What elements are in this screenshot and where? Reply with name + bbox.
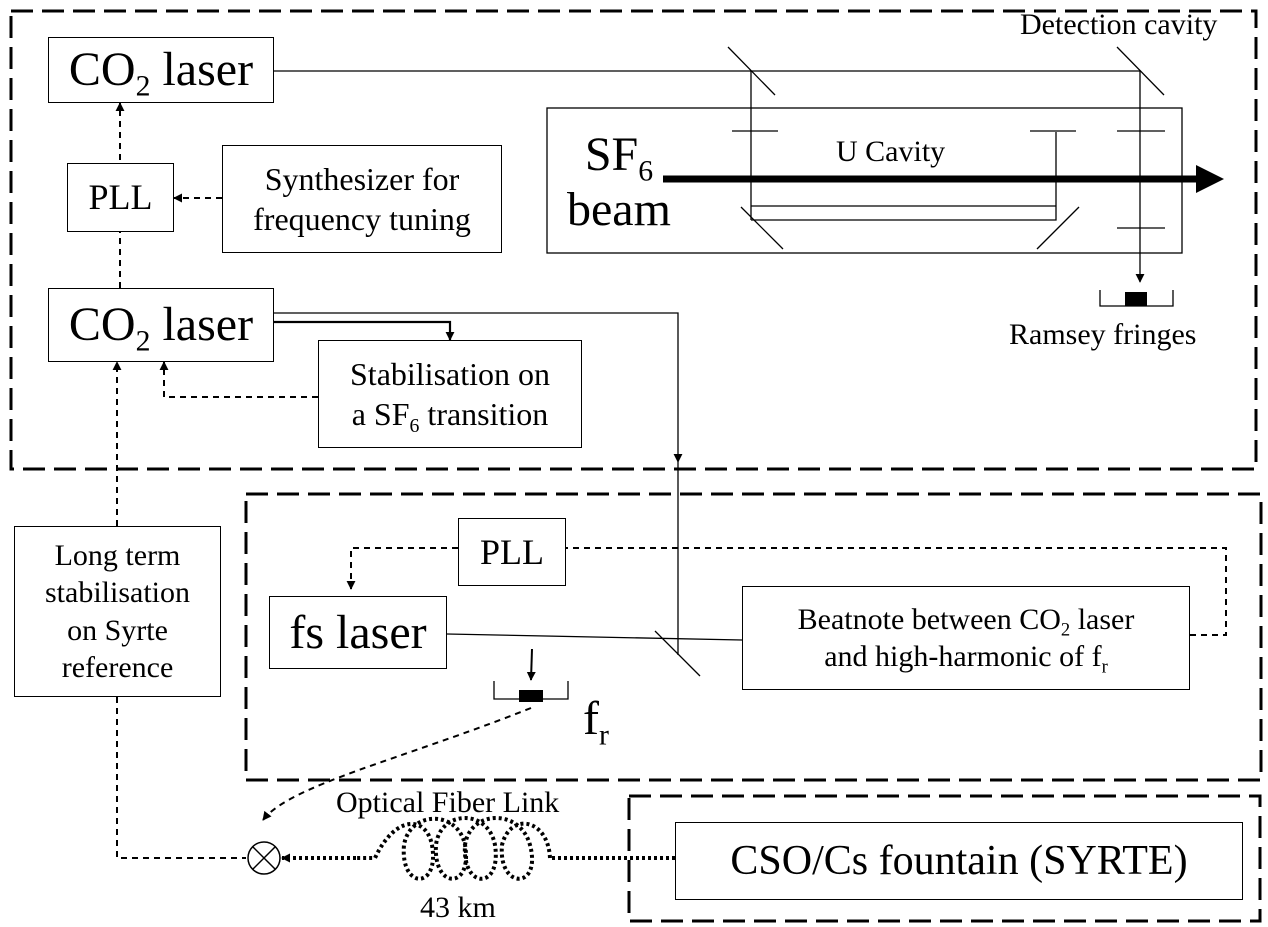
sf6-sub: 6 [638,154,654,188]
long-term-stabilisation-box: Long term stabilisation on Syrte reference [14,526,221,697]
co2-to-stabilisation [274,320,455,341]
fr-detector-element [519,690,543,702]
beat-line1-post: laser [1070,602,1135,636]
co2-label-sub: 2 [135,69,151,103]
fs-to-detector [526,648,536,681]
beat-line2-pre: and high-harmonic of f [824,640,1102,673]
co2-mid-label-sub: 2 [135,324,151,358]
beatnote-pll-loop [566,547,1227,636]
synthesizer-box: Synthesizer for frequency tuning [222,145,502,253]
co2-label-rest: laser [150,43,254,96]
fr-sub: r [598,718,609,752]
ramsey-detector-element [1125,292,1147,306]
stabilisation-feedback [159,361,318,398]
co2-label-main: CO [68,43,136,96]
cavity-bottom [751,132,1057,221]
fr-label: fr [583,692,609,750]
lt-line4: reference [61,651,174,684]
co2-mid-label-main: CO [68,298,136,351]
lt-line3: on Syrte [67,613,168,647]
fs-laser-label: fs laser [289,605,427,659]
stabilisation-box: Stabilisation on a SF6 transition [318,340,582,448]
beatnote-box: Beatnote between CO2 laser and high-harmo… [742,586,1190,690]
stab-line2-pre: a SF [351,396,410,432]
co2-laser-mid: CO2 laser [48,288,274,362]
synth-line1: Synthesizer for [264,161,460,197]
co2-laser-top: CO2 laser [48,37,274,103]
fr-main: f [583,692,599,745]
distance-text: 43 km [420,891,496,924]
pll-top: PLL [67,163,174,232]
stab-line2-post: transition [419,396,549,432]
u-cavity-text: U Cavity [836,135,946,168]
sf6-line2: beam [567,183,671,237]
synth-line2: frequency tuning [253,201,471,237]
detection-cavity-label: Detection cavity [1020,10,1217,40]
co2-to-beatnote [274,312,683,463]
co2-mid-label-rest: laser [150,298,254,351]
ramsey-fringes-text: Ramsey fringes [1009,318,1197,351]
sf6-main: SF [584,128,639,181]
pll-bottom: PLL [458,518,566,586]
detection-cavity-text: Detection cavity [1020,8,1218,41]
distance-label: 43 km [420,893,496,923]
fiber-coils [356,816,552,881]
pll-bottom-label: PLL [479,531,544,572]
fs-beam [446,633,743,641]
u-cavity-label: U Cavity [836,137,945,167]
optical-fiber-link-label: Optical Fiber Link [336,788,559,818]
lt-line2: stabilisation [45,576,190,609]
optical-fiber-link-text: Optical Fiber Link [336,786,560,819]
stab-line2-sub: 6 [409,414,420,437]
stab-line1: Stabilisation on [350,356,550,392]
longterm-down [116,697,246,859]
lt-line1: Long term [54,538,181,572]
pll-to-fs-laser [346,547,458,590]
beat-line1-sub: 2 [1060,619,1071,640]
beat-line1-pre: Beatnote between CO [797,602,1061,636]
beat-line2-sub: r [1101,656,1108,678]
fs-laser-box: fs laser [269,596,447,669]
fountain-group-frame [627,794,1262,923]
ramsey-fringes-label: Ramsey fringes [1009,320,1196,350]
cso-fountain-label: CSO/Cs fountain (SYRTE) [730,837,1188,884]
cso-fountain-box: CSO/Cs fountain (SYRTE) [675,822,1243,900]
upper-group-frame [9,9,1258,471]
middle-group-frame [244,492,1263,782]
mixer-icon [247,841,281,875]
pll-top-label: PLL [88,177,153,217]
